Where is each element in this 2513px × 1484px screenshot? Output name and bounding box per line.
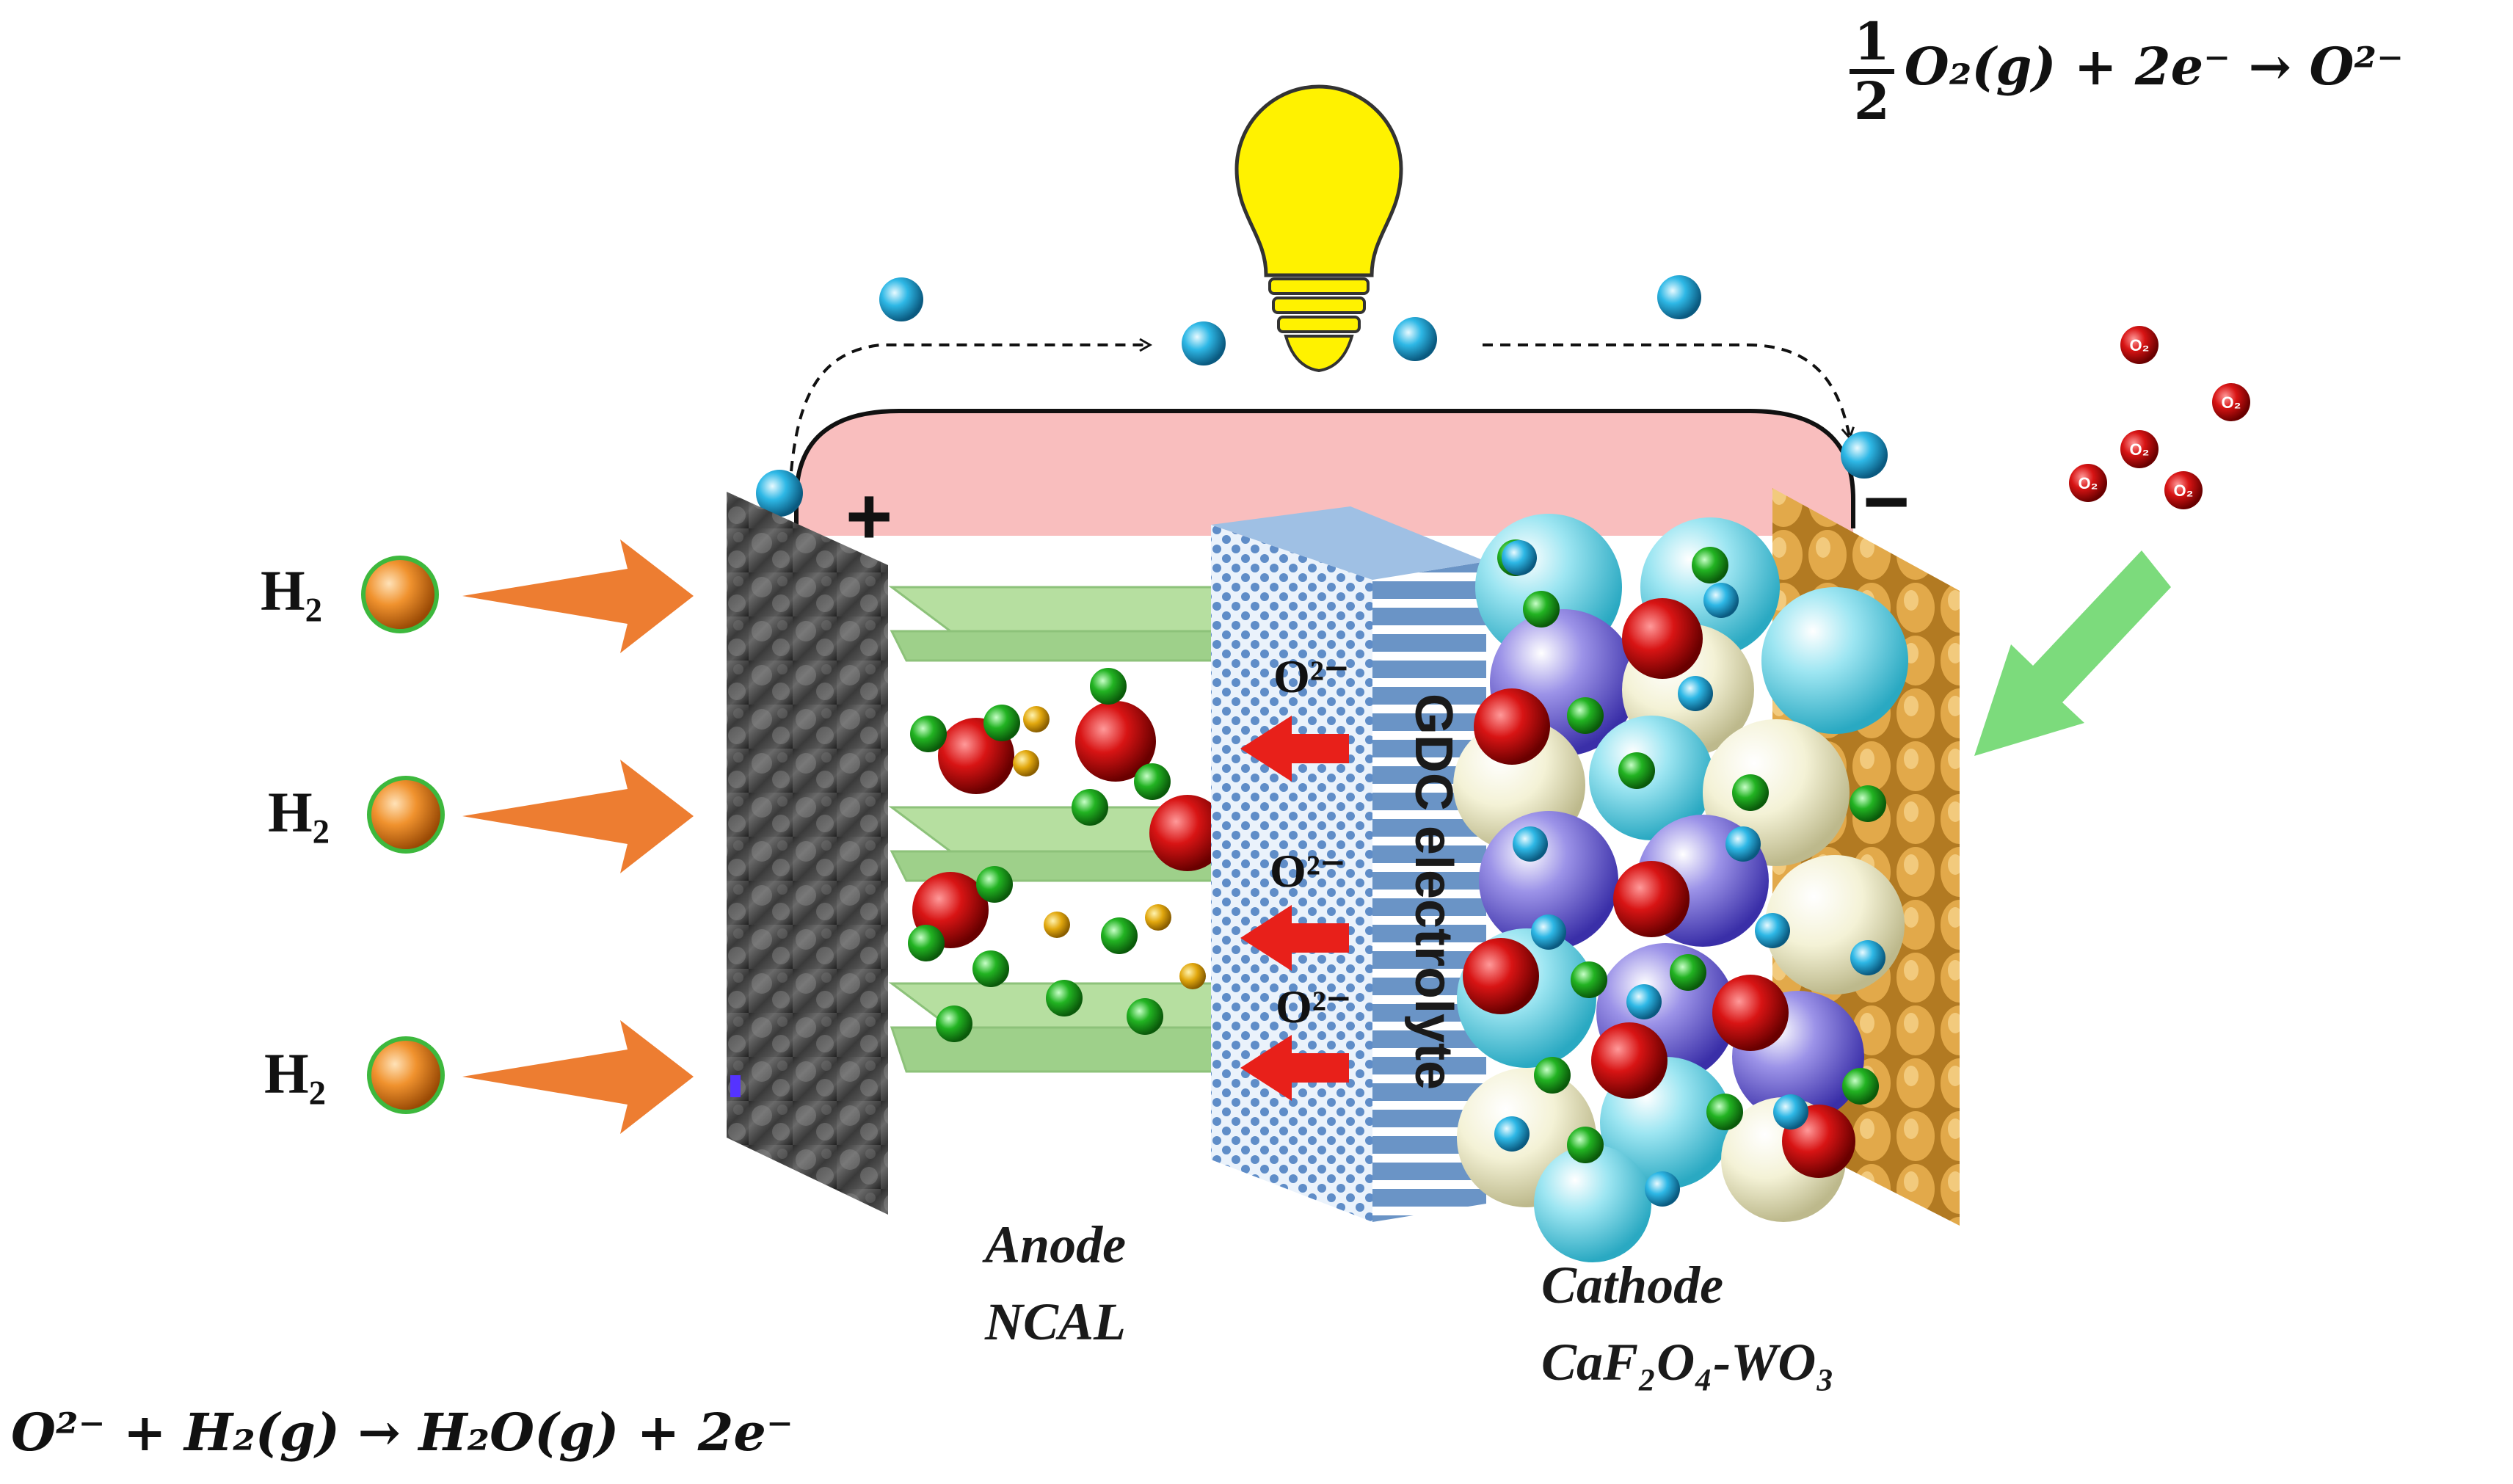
anode-reaction-equation: O²⁻ + H₂(g) → H₂O(g) + 2e⁻ <box>11 1402 793 1463</box>
oxide-ion-label: O²⁻ <box>1273 650 1349 702</box>
electron-icon <box>756 275 1888 517</box>
anode-label: Anode <box>985 1215 1127 1274</box>
negative-terminal: − <box>1863 457 1910 547</box>
anode-sem-plate <box>727 492 888 1215</box>
oxide-ion-label: O²⁻ <box>1276 981 1351 1033</box>
gdc-electrolyte <box>1211 506 1486 1222</box>
electron-path-right <box>1483 343 1855 440</box>
o2-label: O₂ <box>2130 336 2150 354</box>
o2-label: O₂ <box>2079 474 2098 492</box>
fuel-label: H₂ <box>268 780 330 844</box>
oxide-ion-label: O²⁻ <box>1270 845 1345 897</box>
cathode-label: Cathode <box>1541 1256 1724 1314</box>
o2-label: O₂ <box>2222 393 2241 412</box>
electron-path-left <box>788 338 1153 507</box>
cathode-particles <box>1453 514 1908 1262</box>
fraction-denominator: 2 <box>1854 70 1890 131</box>
fuel-label: H₂ <box>264 1041 327 1105</box>
oxide-ion-arrow <box>1240 716 1349 1101</box>
external-circuit <box>796 411 1853 536</box>
hydrogen-molecule-icon <box>361 556 445 1114</box>
light-bulb-icon <box>1234 84 1403 373</box>
o2-label: O₂ <box>2130 440 2150 459</box>
anode-material-label: NCAL <box>985 1292 1127 1351</box>
fuel-label: H₂ <box>261 559 323 622</box>
fraction-numerator: 1 <box>1850 15 1894 74</box>
cathode-reaction-rest: O₂(g) + 2e⁻ → O²⁻ <box>1904 36 2404 97</box>
fuel-feed-arrow <box>462 539 694 1134</box>
positive-terminal: + <box>845 471 893 561</box>
cathode-material-label: CaF₂O₄-WO₃ <box>1541 1333 1835 1392</box>
electrolyte-label: GDC electrolyte <box>1404 694 1463 1090</box>
air-feed-arrow <box>1974 550 2171 756</box>
o2-label: O₂ <box>2174 481 2194 500</box>
oxygen-molecule-icon <box>2069 326 2250 509</box>
